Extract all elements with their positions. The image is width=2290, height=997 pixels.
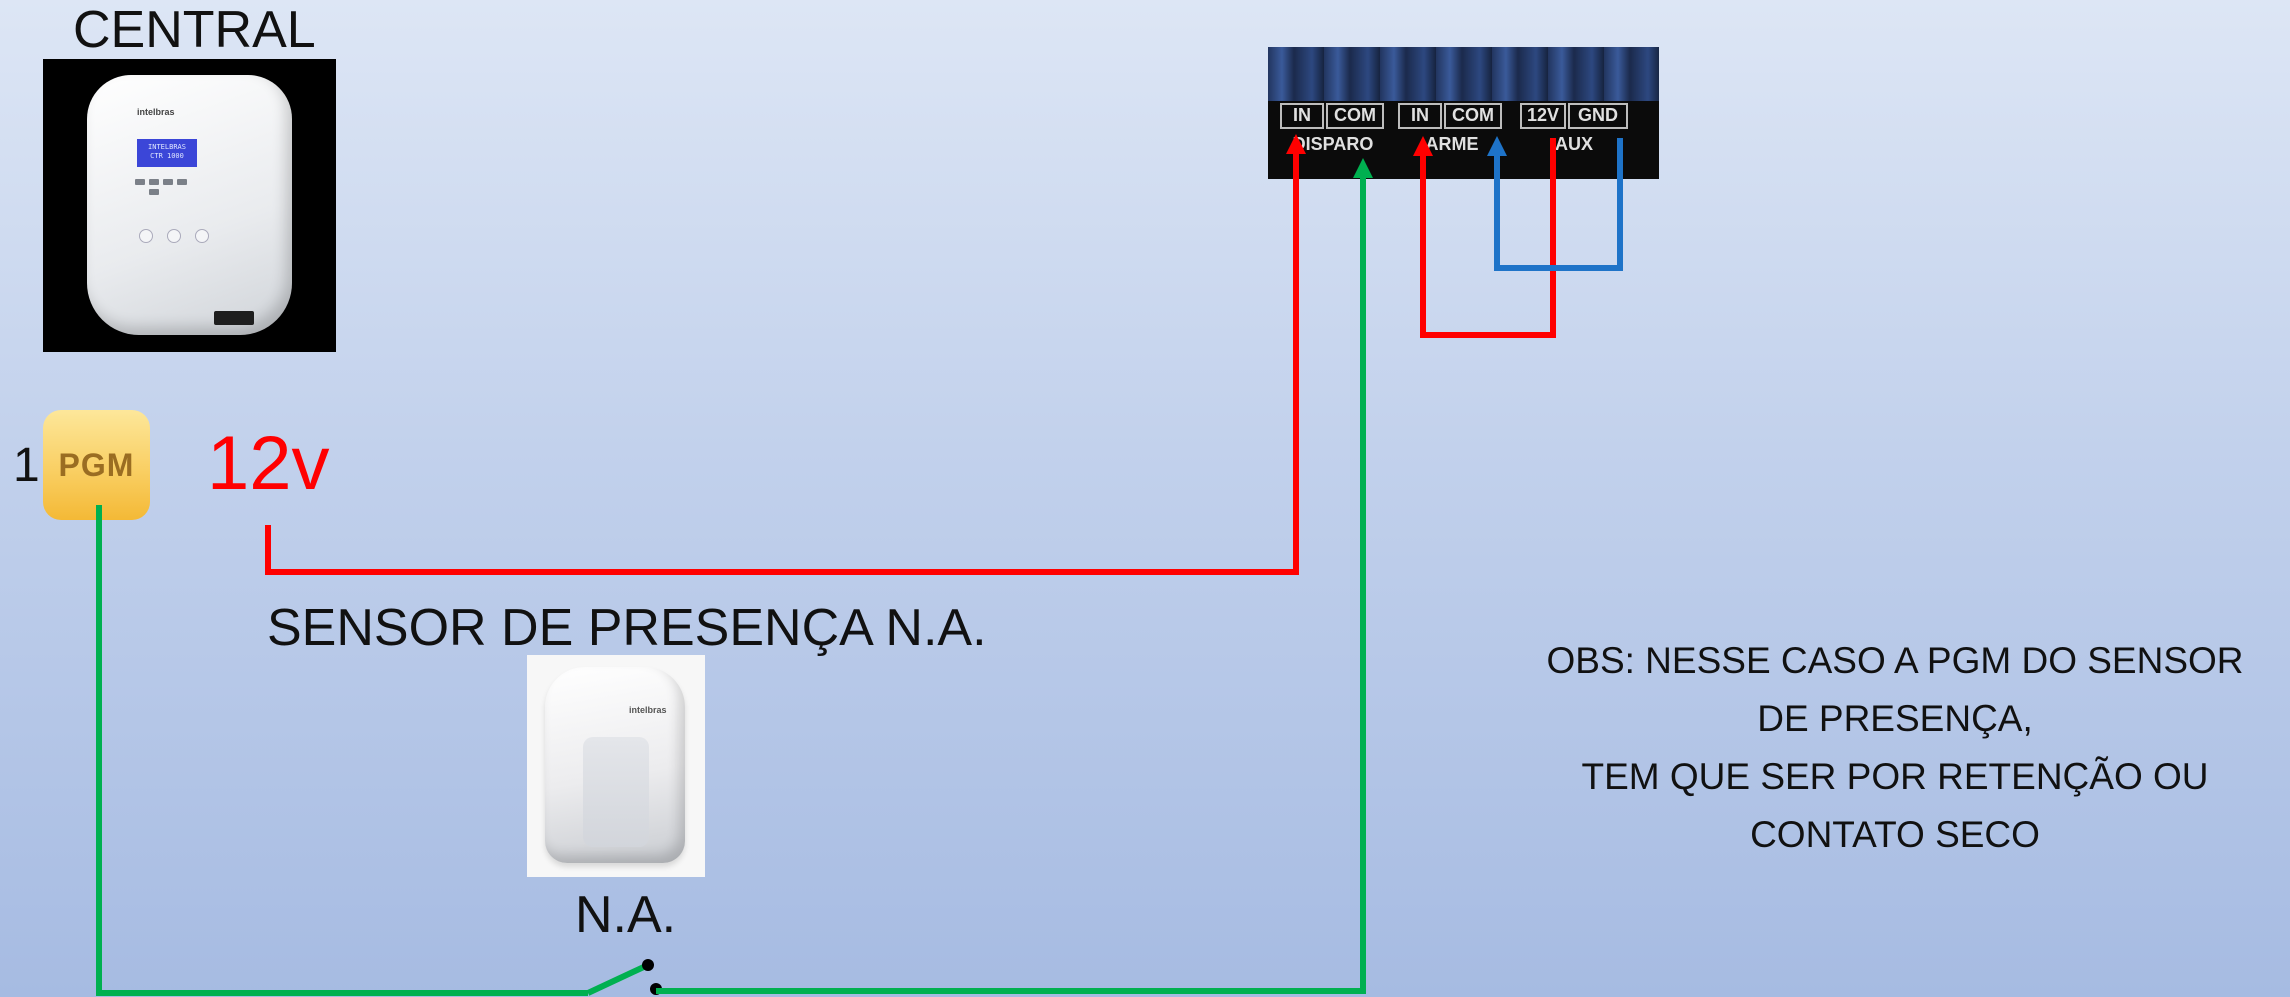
keypad-key (163, 179, 173, 185)
central-badge (214, 311, 254, 325)
power-12v-label: 12v (207, 421, 330, 506)
sensor-title: SENSOR DE PRESENÇA N.A. (267, 599, 987, 657)
switch-lever (586, 962, 650, 996)
terminal-group-label: ARME (1425, 134, 1479, 154)
terminal-group-label: DISPARO (1292, 134, 1374, 154)
central-lcd-screen: INTELBRAS CTR 1000 (137, 139, 197, 167)
terminal-group-label: AUX (1554, 134, 1593, 154)
central-brand-logo: intelbras (137, 107, 175, 117)
note-line: OBS: NESSE CASO A PGM DO SENSOR (1546, 640, 2244, 681)
terminal-label: COM (1326, 103, 1384, 129)
switch-contact (642, 959, 654, 971)
indicator-led (195, 229, 209, 243)
green-wire-switch-to-disparo-com (656, 175, 1366, 994)
pgm-icon: PGM (43, 410, 150, 520)
terminal-block-image: IN COM IN COM 12V GND DISPARO ARME AUX (1268, 47, 1659, 179)
contact-na-label: N.A. (575, 886, 677, 944)
red-wire-12v-to-disparo (265, 150, 1299, 575)
observation-note: OBS: NESSE CASO A PGM DO SENSOR DE PRESE… (1510, 632, 2280, 864)
sensor-lens (583, 737, 649, 847)
keypad-key (135, 179, 145, 185)
lcd-line: INTELBRAS (148, 143, 186, 151)
lcd-line: CTR 1000 (150, 152, 184, 160)
keypad-key (149, 189, 159, 195)
central-alarm-panel-image: intelbras INTELBRAS CTR 1000 (43, 59, 336, 352)
terminal-label: IN (1398, 103, 1442, 129)
pgm-icon-label: PGM (58, 446, 135, 483)
sensor-device: intelbras (545, 667, 685, 863)
indicator-led (139, 229, 153, 243)
red-wire-arme-to-12v (1420, 138, 1556, 338)
keypad-key (177, 179, 187, 185)
terminal-labels: IN COM IN COM 12V GND DISPARO ARME AUX (1268, 101, 1659, 179)
terminal-label: IN (1280, 103, 1324, 129)
alarm-panel-device: intelbras INTELBRAS CTR 1000 (87, 75, 292, 335)
note-line: CONTATO SECO (1750, 814, 2040, 855)
pgm-number: 1 (13, 439, 40, 492)
central-title: CENTRAL (73, 1, 316, 59)
green-wire-pgm-to-switch (96, 505, 588, 996)
terminal-screws (1268, 47, 1659, 101)
presence-sensor-image: intelbras (527, 655, 705, 877)
arrow-head (1286, 134, 1306, 154)
note-line: DE PRESENÇA, (1757, 698, 2033, 739)
arrow-head (1353, 158, 1373, 178)
terminal-label: 12V (1520, 103, 1566, 129)
note-line: TEM QUE SER POR RETENÇÃO OU (1581, 756, 2209, 797)
arrow-head (1413, 136, 1433, 156)
sensor-brand-logo: intelbras (629, 705, 667, 715)
arrow-head (1487, 136, 1507, 156)
indicator-led (167, 229, 181, 243)
keypad-key (149, 179, 159, 185)
terminal-label: COM (1444, 103, 1502, 129)
blue-wire-arme-com-to-gnd (1494, 138, 1623, 271)
terminal-label: GND (1568, 103, 1628, 129)
